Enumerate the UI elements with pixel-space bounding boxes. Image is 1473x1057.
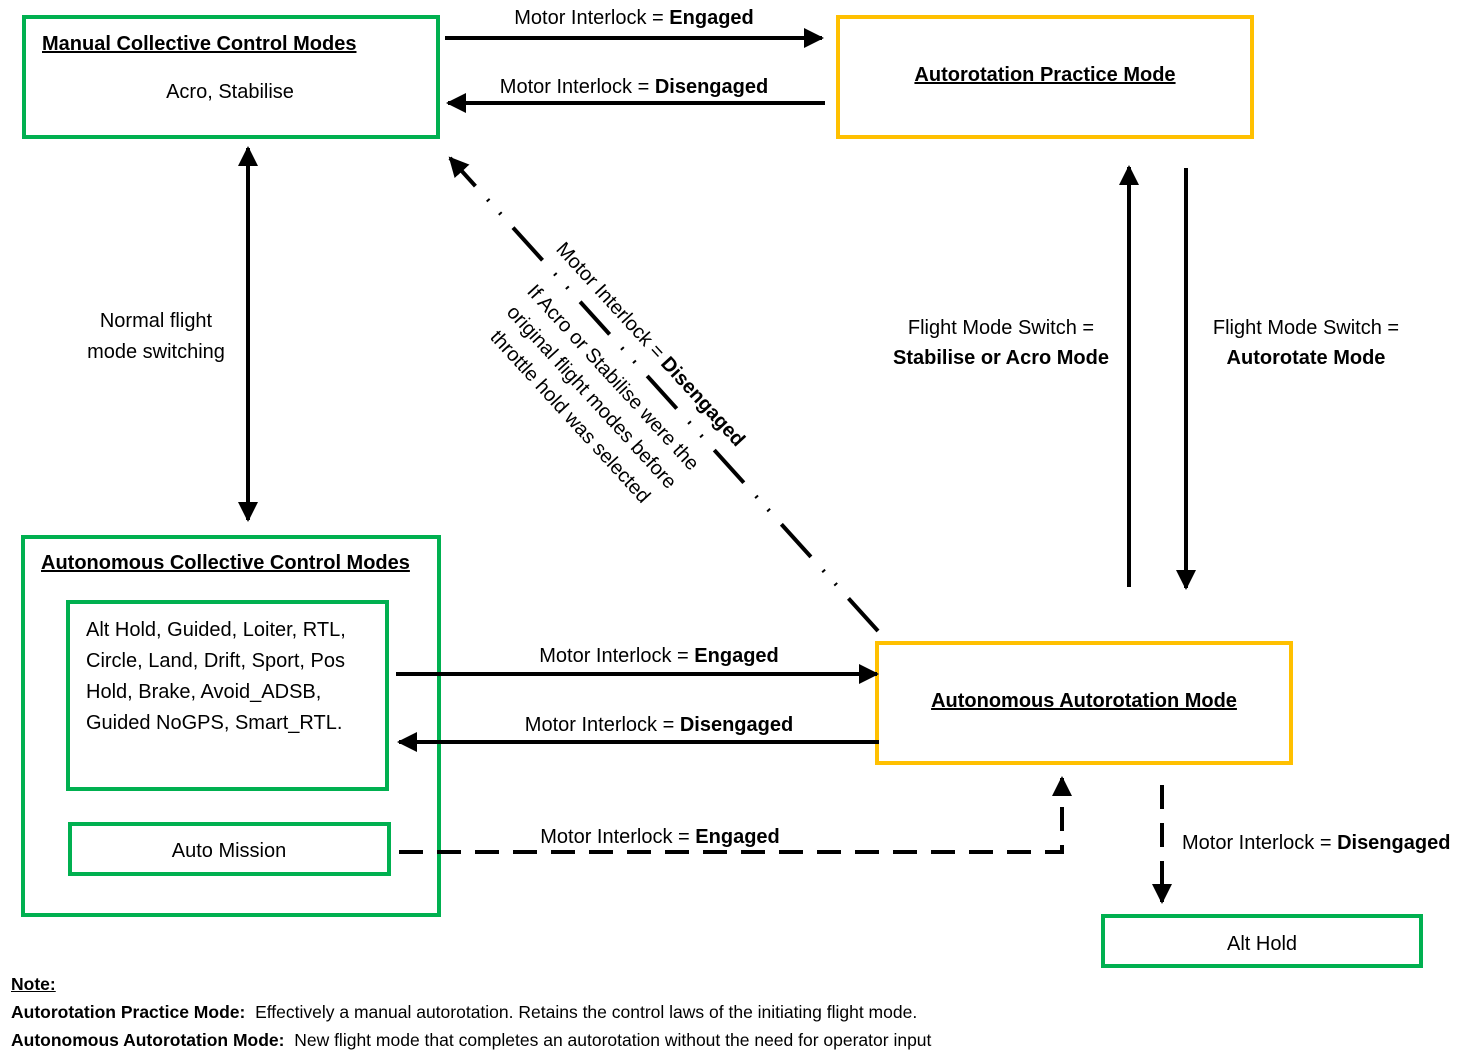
label-mi-disengaged-right: Motor Interlock = Disengaged bbox=[1182, 832, 1450, 854]
practice-mode-box: Autorotation Practice Mode bbox=[836, 15, 1254, 139]
label-diagonal-condition: original flight modes before bbox=[502, 301, 680, 493]
autonomous-autorotation-box: Autonomous Autorotation Mode bbox=[875, 641, 1293, 765]
autonomous-modes-line: Alt Hold, Guided, Loiter, RTL, bbox=[86, 619, 346, 641]
autonomous-modes-line: Hold, Brake, Avoid_ADSB, bbox=[86, 681, 321, 703]
label-mi-disengaged-mid: Motor Interlock = Disengaged bbox=[525, 714, 793, 736]
manual-modes-list: Acro, Stabilise bbox=[166, 81, 294, 103]
autonomous-autorotation-title: Autonomous Autorotation Mode bbox=[931, 690, 1237, 712]
label-normal-switching: Normal flight bbox=[100, 310, 213, 332]
diagonal-labels: Motor Interlock = Disengaged If Acro or … bbox=[486, 238, 749, 507]
practice-mode-title: Autorotation Practice Mode bbox=[914, 64, 1175, 86]
note-item: Autorotation Practice Mode: Effectively … bbox=[11, 1002, 918, 1022]
label-normal-switching: mode switching bbox=[87, 341, 225, 363]
label-fms-auto: Flight Mode Switch = bbox=[1213, 317, 1399, 339]
label-mi-engaged-mid: Motor Interlock = Engaged bbox=[539, 645, 779, 667]
label-fms-stab-value: Stabilise or Acro Mode bbox=[893, 347, 1109, 369]
autonomous-modes-title: Autonomous Collective Control Modes bbox=[41, 552, 410, 574]
auto-mission-label: Auto Mission bbox=[172, 840, 287, 862]
label-fms-stab: Flight Mode Switch = bbox=[908, 317, 1094, 339]
label-mi-engaged-top: Motor Interlock = Engaged bbox=[514, 7, 754, 29]
label-fms-auto-value: Autorotate Mode bbox=[1227, 347, 1386, 369]
label-diagonal-condition: throttle hold was selected bbox=[486, 326, 655, 507]
label-mi-disengaged-top: Motor Interlock = Disengaged bbox=[500, 76, 768, 98]
manual-modes-title: Manual Collective Control Modes bbox=[42, 33, 356, 55]
note-heading: Note: bbox=[11, 974, 56, 994]
autonomous-modes-inner-box bbox=[66, 600, 389, 791]
alt-hold-label: Alt Hold bbox=[1227, 933, 1297, 955]
arrow-autorotation-to-manual bbox=[448, 156, 880, 633]
manual-modes-box: Manual Collective Control Modes Acro, St… bbox=[22, 15, 440, 139]
label-mi-engaged-bottom: Motor Interlock = Engaged bbox=[540, 826, 780, 848]
note-item: Autonomous Autorotation Mode: New flight… bbox=[11, 1030, 932, 1050]
autonomous-modes-box: Autonomous Collective Control Modes Alt … bbox=[21, 535, 441, 917]
alt-hold-box: Alt Hold bbox=[1101, 914, 1423, 968]
auto-mission-box bbox=[68, 822, 391, 876]
autonomous-modes-line: Circle, Land, Drift, Sport, Pos bbox=[86, 650, 345, 672]
arrow-auto-mission-to-autorotation bbox=[399, 776, 1072, 854]
autonomous-modes-line: Guided NoGPS, Smart_RTL. bbox=[86, 712, 342, 734]
